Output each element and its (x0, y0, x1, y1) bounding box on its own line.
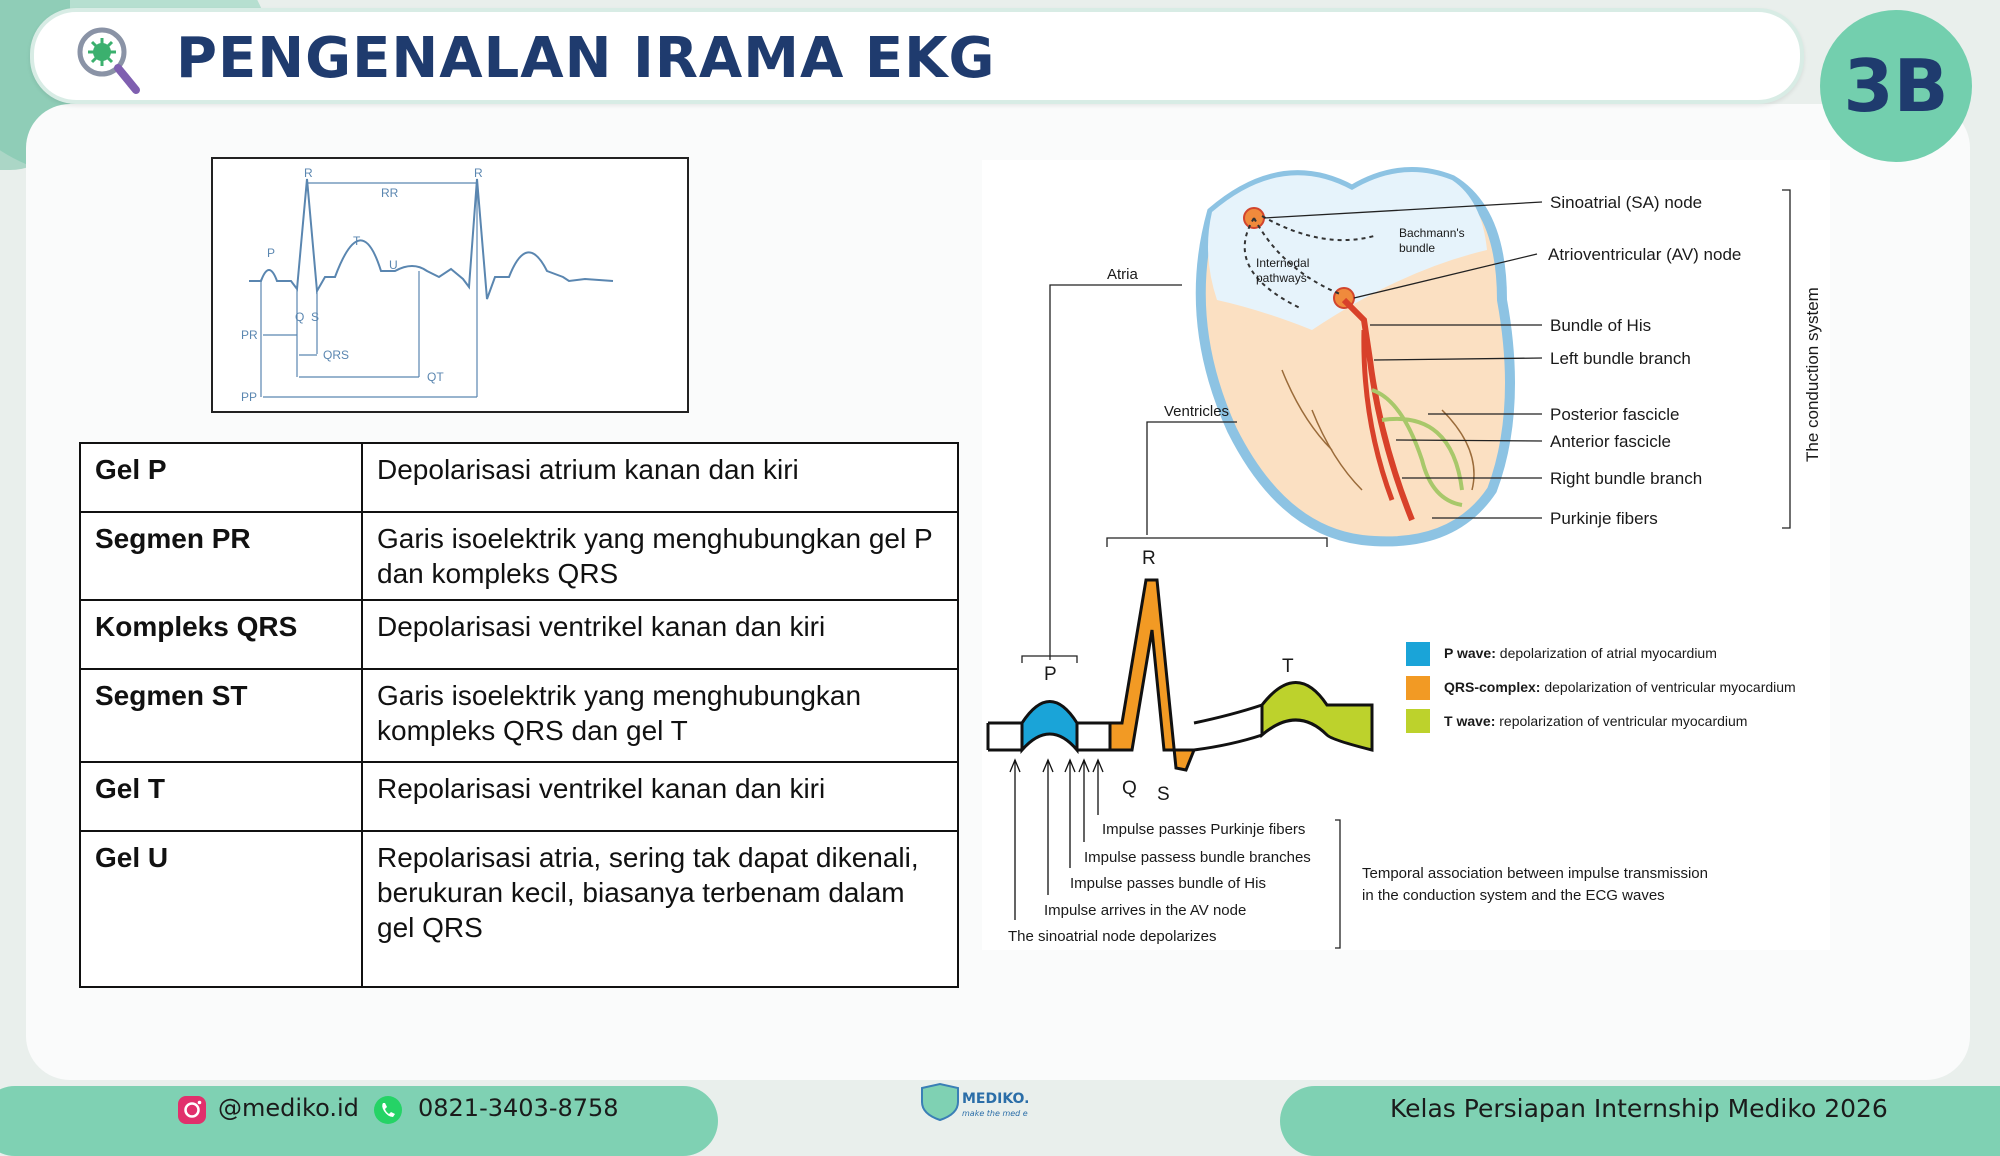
ecg-trace (249, 178, 614, 300)
table-cell-term: Segmen ST (79, 668, 363, 763)
table-row: Gel T Repolarisasi ventrikel kanan dan k… (79, 761, 959, 832)
wave-label-q: Q (1122, 778, 1137, 799)
internodal-pathways (1243, 217, 1341, 309)
ecg-label-qrs: QRS (323, 348, 349, 362)
heart-label: Left bundle branch (1550, 349, 1691, 368)
table-cell-term: Gel P (79, 442, 363, 513)
course-name: Kelas Persiapan Internship Mediko 2026 (1390, 1094, 1888, 1123)
atria-label: Atria (1107, 266, 1139, 283)
mediko-logo: MEDIKO.ID make the med easy! (918, 1082, 1046, 1122)
ecg-label-q: Q (295, 310, 304, 324)
wave-label-r: R (1142, 548, 1156, 569)
pr-segment (1077, 721, 1110, 752)
table-cell-term: Segmen PR (79, 511, 363, 601)
table-row: Kompleks QRS Depolarisasi ventrikel kana… (79, 599, 959, 670)
atria-region (1208, 172, 1487, 330)
legend-swatch-qrs (1406, 676, 1430, 700)
heart-label: Right bundle branch (1550, 469, 1702, 488)
instagram-icon (178, 1096, 206, 1124)
conduction-system-diagram: Sinoatrial (SA) node Atrioventricular (A… (982, 160, 1830, 950)
heart-label: Anterior fascicle (1550, 432, 1671, 451)
legend-entry-qrs: QRS-complex: depolarization of ventricul… (1444, 679, 1796, 695)
ecg-label-t: T (353, 234, 361, 248)
legend-entry-p: P wave: depolarization of atrial myocard… (1444, 645, 1717, 661)
legend-swatch-t (1406, 709, 1430, 733)
table-cell-description: Repolarisasi atria, sering tak dapat dik… (361, 830, 959, 988)
instagram-handle[interactable]: @mediko.id (218, 1094, 359, 1122)
table-row: Segmen ST Garis isoelektrik yang menghub… (79, 668, 959, 763)
heart-label: Atrioventricular (AV) node (1548, 245, 1741, 264)
legend-entry-t: T wave: repolarization of ventricular my… (1444, 713, 1747, 729)
table-cell-description: Depolarisasi atrium kanan dan kiri (361, 442, 959, 513)
conduction-system-label: The conduction system (1803, 287, 1822, 462)
ecg-label-p: P (267, 246, 275, 260)
page-title: PENGENALAN IRAMA EKG (176, 26, 996, 91)
phone-number[interactable]: 0821-3403-8758 (418, 1094, 619, 1122)
ecg-baseline-left (986, 721, 1022, 752)
table-row: Gel U Repolarisasi atria, sering tak dap… (79, 830, 959, 988)
heart-label: Bundle of His (1550, 316, 1651, 335)
wave-label-s: S (1157, 784, 1170, 805)
ventricles-label: Ventricles (1164, 403, 1229, 420)
table-cell-description: Garis isoelektrik yang menghubungkan kom… (361, 668, 959, 763)
p-wave (1020, 700, 1079, 755)
t-wave (1260, 681, 1374, 752)
ecg-definitions-table: Gel P Depolarisasi atrium kanan dan kiri… (79, 442, 959, 988)
title-bar: PENGENALAN IRAMA EKG (30, 8, 1804, 104)
table-cell-term: Kompleks QRS (79, 599, 363, 670)
purkinje-fibers (1281, 369, 1475, 491)
impulse-label: Impulse passess bundle branches (1084, 849, 1311, 866)
logo-text: MEDIKO.ID (962, 1091, 1028, 1107)
ecg-label-r1: R (304, 166, 313, 180)
ecg-interval-figure: R R RR P T U Q S PR QRS QT PP (211, 157, 689, 413)
logo-tagline: make the med easy! (962, 1109, 1028, 1118)
section-badge: 3B (1820, 10, 1972, 162)
fascicles (1371, 388, 1464, 507)
heart-label: Purkinje fibers (1550, 509, 1658, 528)
bundle-of-his (1341, 297, 1415, 522)
left-bundle (1361, 329, 1395, 501)
bachmann-label: bundle (1399, 241, 1435, 255)
whatsapp-icon (374, 1096, 402, 1124)
bachmann-bundle (1261, 215, 1375, 242)
impulse-label: Impulse passes Purkinje fibers (1102, 821, 1305, 838)
legend-swatch-p (1406, 642, 1430, 666)
table-cell-term: Gel U (79, 830, 363, 988)
impulse-label: Impulse arrives in the AV node (1044, 902, 1246, 919)
impulse-label: Impulse passes bundle of His (1070, 875, 1266, 892)
ecg-label-u: U (389, 258, 398, 272)
ecg-label-s: S (311, 310, 319, 324)
internodal-label: Internodal (1256, 256, 1309, 270)
internodal-label: pathways (1256, 271, 1307, 285)
virus-magnifier-icon (77, 27, 140, 94)
heart-label: Sinoatrial (SA) node (1550, 193, 1702, 212)
table-row: Segmen PR Garis isoelektrik yang menghub… (79, 511, 959, 601)
ecg-label-pp: PP (241, 390, 257, 404)
table-cell-description: Depolarisasi ventrikel kanan dan kiri (361, 599, 959, 670)
ecg-label-qt: QT (427, 370, 444, 384)
table-cell-description: Garis isoelektrik yang menghubungkan gel… (361, 511, 959, 601)
bachmann-label: Bachmann's (1399, 226, 1465, 240)
ecg-label-rr: RR (381, 186, 399, 200)
st-segment (1193, 703, 1263, 752)
heart-label: Posterior fascicle (1550, 405, 1679, 424)
temporal-note: Temporal association between impulse tra… (1362, 865, 1708, 882)
ecg-label-pr: PR (241, 328, 258, 342)
table-cell-term: Gel T (79, 761, 363, 832)
table-row: Gel P Depolarisasi atrium kanan dan kiri (79, 442, 959, 513)
table-cell-description: Repolarisasi ventrikel kanan dan kiri (361, 761, 959, 832)
wave-label-p: P (1044, 664, 1057, 685)
wave-label-t: T (1282, 656, 1294, 677)
impulse-label: The sinoatrial node depolarizes (1008, 928, 1216, 945)
qrs-complex (1108, 578, 1197, 772)
temporal-note: in the conduction system and the ECG wav… (1362, 887, 1665, 904)
ecg-label-r2: R (474, 166, 483, 180)
